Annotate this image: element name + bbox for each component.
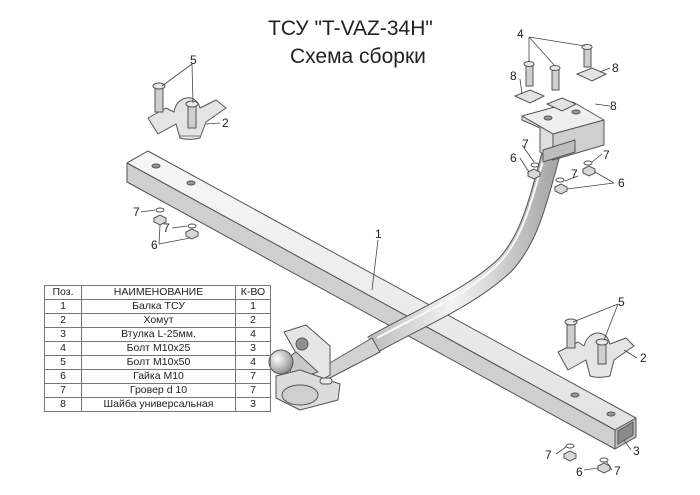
cell-name: Болт М10х25 bbox=[81, 341, 236, 356]
table-row: 8 Шайба универсальная 3 bbox=[44, 397, 271, 412]
table-row: 5 Болт М10х50 4 bbox=[44, 355, 271, 370]
callout-5-top: 5 bbox=[190, 53, 197, 67]
cell-name: Гровер d 10 bbox=[81, 383, 236, 398]
callout-8-top-right: 8 bbox=[612, 61, 619, 75]
callout-7-bracket-a: 7 bbox=[522, 137, 529, 151]
callout-1: 1 bbox=[375, 227, 382, 241]
table-row: 4 Болт М10х25 3 bbox=[44, 341, 271, 356]
callout-7-bottom-a: 7 bbox=[545, 448, 552, 462]
header-position: Поз. bbox=[44, 285, 82, 300]
callout-7-bottom-b: 7 bbox=[614, 464, 621, 478]
diagram-subtitle: Схема сборки bbox=[290, 45, 426, 68]
callout-2-top: 2 bbox=[222, 116, 229, 130]
callout-8-left: 8 bbox=[510, 69, 517, 83]
bent-pipe-arm bbox=[367, 147, 562, 354]
cell-quantity: 4 bbox=[235, 355, 271, 370]
cell-position: 1 bbox=[44, 299, 82, 314]
cell-name: Шайба универсальная bbox=[81, 397, 236, 412]
callout-6-bottom: 6 bbox=[576, 465, 583, 479]
table-row: 7 Гровер d 10 7 bbox=[44, 383, 271, 398]
callout-4: 4 bbox=[517, 27, 524, 41]
callout-7-bracket-c: 7 bbox=[571, 167, 578, 181]
cell-quantity: 1 bbox=[235, 299, 271, 314]
leader-lines bbox=[140, 36, 638, 471]
cell-position: 2 bbox=[44, 313, 82, 328]
cell-quantity: 4 bbox=[235, 327, 271, 342]
cell-name: Хомут bbox=[81, 313, 236, 328]
callout-6-bracket-right: 6 bbox=[618, 176, 625, 190]
cell-position: 7 bbox=[44, 383, 82, 398]
nuts-and-lockwashers bbox=[153, 160, 611, 474]
callout-6-left: 6 bbox=[151, 238, 158, 252]
cell-quantity: 2 bbox=[235, 313, 271, 328]
cell-name: Гайка М10 bbox=[81, 369, 236, 384]
callout-5-bottom: 5 bbox=[618, 295, 625, 309]
table-row: 2 Хомут 2 bbox=[44, 313, 271, 328]
callout-7-left-a: 7 bbox=[133, 205, 140, 219]
clamp-bottom-right bbox=[557, 318, 635, 378]
callout-2-bottom: 2 bbox=[640, 351, 647, 365]
callout-3: 3 bbox=[633, 444, 640, 458]
cell-name: Болт М10х50 bbox=[81, 355, 236, 370]
cell-position: 8 bbox=[44, 397, 82, 412]
cell-position: 6 bbox=[44, 369, 82, 384]
table-row: 3 Втулка L-25мм. 4 bbox=[44, 327, 271, 342]
header-quantity: К-ВО bbox=[235, 285, 271, 300]
cell-position: 5 bbox=[44, 355, 82, 370]
bolts-and-washers bbox=[513, 44, 608, 112]
hitch-assembly bbox=[268, 324, 381, 411]
cell-quantity: 3 bbox=[235, 397, 271, 412]
diagram-title: ТСУ "T-VAZ-34H" bbox=[268, 17, 433, 40]
header-name: НАИМЕНОВАНИЕ bbox=[81, 285, 236, 300]
main-beam bbox=[126, 150, 637, 450]
cell-quantity: 3 bbox=[235, 341, 271, 356]
cell-position: 3 bbox=[44, 327, 82, 342]
callout-8-right: 8 bbox=[610, 99, 617, 113]
cell-name: Балка ТСУ bbox=[81, 299, 236, 314]
clamp-top-left bbox=[147, 82, 227, 140]
callout-6-bracket-left: 6 bbox=[510, 151, 517, 165]
cell-position: 4 bbox=[44, 341, 82, 356]
callout-7-bracket-b: 7 bbox=[603, 148, 610, 162]
table-row: 1 Балка ТСУ 1 bbox=[44, 299, 271, 314]
callout-7-left-b: 7 bbox=[163, 221, 170, 235]
table-row: 6 Гайка М10 7 bbox=[44, 369, 271, 384]
cell-name: Втулка L-25мм. bbox=[81, 327, 236, 342]
cell-quantity: 7 bbox=[235, 369, 271, 384]
cell-quantity: 7 bbox=[235, 383, 271, 398]
callout-numbers: 1 2 2 3 4 5 5 6 6 6 6 7 7 7 7 7 7 7 8 8 … bbox=[133, 27, 647, 479]
parts-table: Поз. НАИМЕНОВАНИЕ К-ВО 1 Балка ТСУ 1 2 Х… bbox=[44, 285, 271, 412]
parts-table-header: Поз. НАИМЕНОВАНИЕ К-ВО bbox=[44, 285, 271, 300]
